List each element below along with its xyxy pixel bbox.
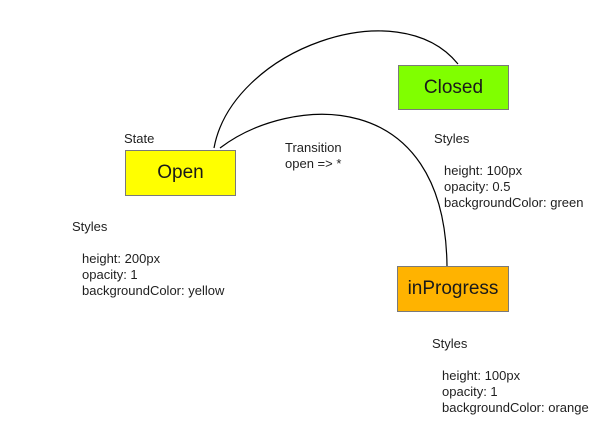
inprogress-style-background: backgroundColor: orange [442, 400, 589, 415]
inprogress-style-height: height: 100px [442, 368, 521, 383]
state-label: State [124, 131, 155, 146]
closed-style-height: height: 100px [444, 163, 523, 178]
open-styles-block: Styles height: 200px opacity: 1 backgrou… [72, 219, 224, 299]
closed-styles-title: Styles [434, 131, 470, 146]
open-style-opacity: opacity: 1 [82, 267, 138, 282]
state-open-box[interactable]: Open [125, 150, 236, 196]
open-styles-title: Styles [72, 219, 108, 234]
open-style-background: backgroundColor: yellow [82, 283, 225, 298]
transition-expression: open => * [285, 156, 342, 171]
state-inprogress-label: inProgress [407, 278, 499, 299]
state-open-label: Open [157, 162, 204, 183]
closed-styles-block: Styles height: 100px opacity: 0.5 backgr… [434, 131, 583, 211]
inprogress-styles-block: Styles height: 100px opacity: 1 backgrou… [432, 336, 589, 416]
connector-open-to-inprogress [219, 113, 448, 267]
inprogress-styles-title: Styles [432, 336, 468, 351]
state-inprogress-box[interactable]: inProgress [397, 266, 509, 312]
closed-style-opacity: opacity: 0.5 [444, 179, 511, 194]
state-closed-box[interactable]: Closed [398, 65, 509, 110]
connector-open-to-closed [213, 30, 459, 149]
inprogress-style-opacity: opacity: 1 [442, 384, 498, 399]
state-closed-label: Closed [423, 76, 484, 98]
transition-title: Transition [285, 140, 342, 155]
closed-style-background: backgroundColor: green [444, 195, 584, 210]
open-style-height: height: 200px [82, 251, 161, 266]
